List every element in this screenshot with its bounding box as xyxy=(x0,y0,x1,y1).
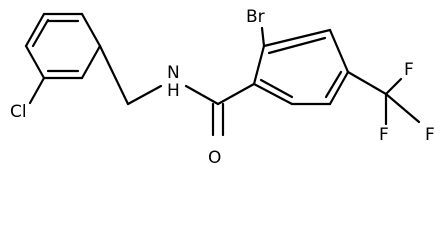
bond-inner xyxy=(31,18,50,48)
bond-ring-to-br xyxy=(260,26,266,48)
bond-ring-to-cf3 xyxy=(346,70,388,96)
atom-label-f-right: F xyxy=(425,125,435,145)
bond xyxy=(80,44,102,80)
bond-c-to-f-right xyxy=(384,92,421,124)
bond xyxy=(328,28,350,74)
bond-ch2-to-n xyxy=(126,84,163,106)
atom-label-f-bottom: F xyxy=(379,125,389,145)
bond-ring-to-cl xyxy=(28,76,46,105)
bond xyxy=(80,12,102,48)
bond-c-to-f-top xyxy=(384,77,403,96)
bond-inner xyxy=(267,36,327,55)
bond-ring-to-ch2 xyxy=(98,44,130,106)
bond xyxy=(24,44,46,80)
atom-label-o: O xyxy=(208,148,221,168)
atom-label-f-top: F xyxy=(404,60,414,80)
bond xyxy=(24,12,46,48)
atom-label-cl: Cl xyxy=(10,102,27,122)
bond xyxy=(328,70,350,106)
bond-inner xyxy=(259,78,294,99)
bond xyxy=(252,82,294,106)
chlorobenzyl-ring xyxy=(24,12,102,80)
bond xyxy=(262,28,332,48)
bond-inner xyxy=(324,70,343,99)
bromo-trifluoromethyl-ring xyxy=(252,28,350,106)
bond xyxy=(252,44,266,86)
atom-label-br: Br xyxy=(246,7,265,27)
bond-n-to-carbonyl xyxy=(184,84,220,106)
bond-carbonyl-to-ring xyxy=(216,82,256,106)
